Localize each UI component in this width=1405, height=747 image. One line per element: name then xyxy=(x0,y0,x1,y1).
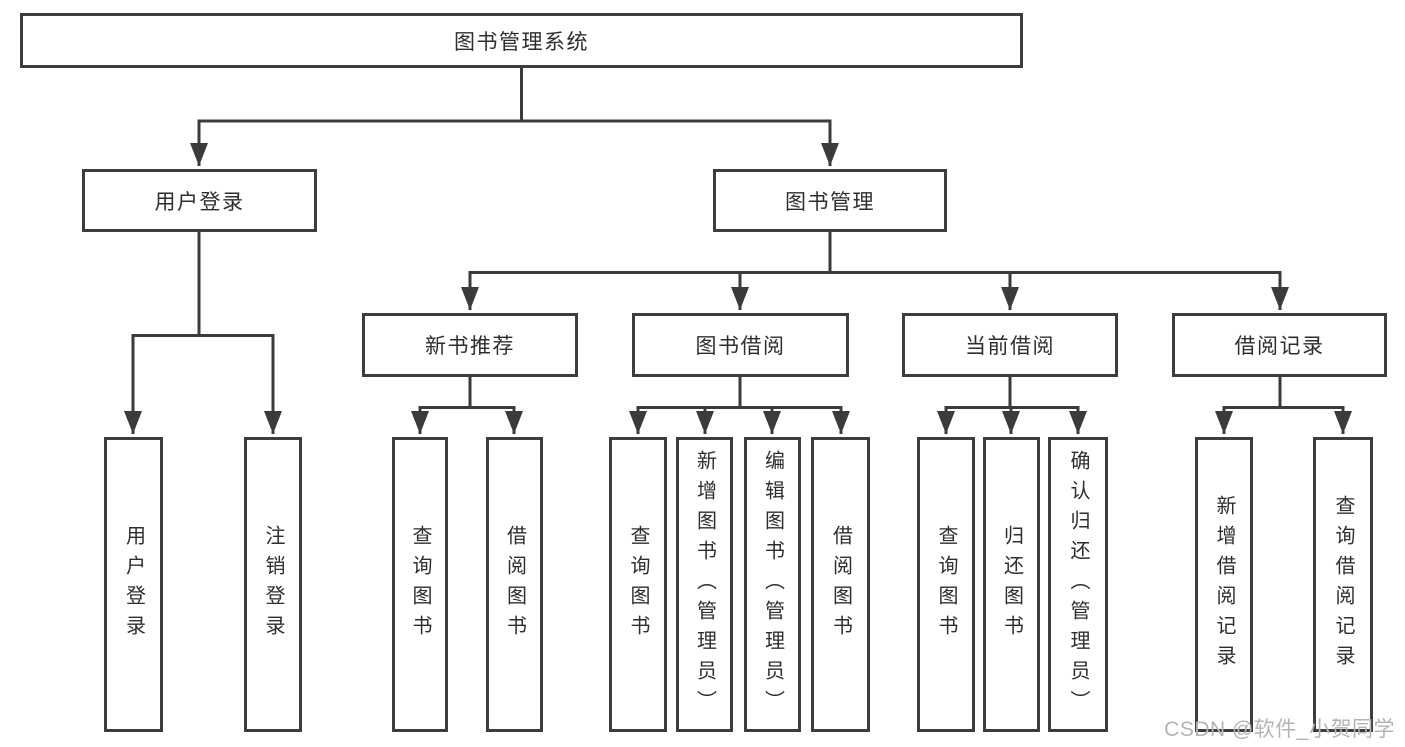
node-borrow-records-label: 借阅记录 xyxy=(1234,335,1325,358)
leaf-user-login: 用户登录 xyxy=(104,437,163,732)
leaf-query-books-1-label: 查询图书 xyxy=(409,524,431,645)
node-book-management: 图书管理 xyxy=(713,169,947,232)
leaf-logout-label: 注销登录 xyxy=(262,524,284,645)
leaf-borrow-books-1: 借阅图书 xyxy=(486,437,543,732)
node-user-login-label: 用户登录 xyxy=(154,190,245,214)
node-book-borrow: 图书借阅 xyxy=(632,313,849,377)
connector-segments xyxy=(124,66,1352,434)
leaf-return-book: 归还图书 xyxy=(983,437,1040,732)
leaf-user-login-label: 用户登录 xyxy=(122,524,145,645)
node-book-management-label: 图书管理 xyxy=(785,190,875,214)
leaf-add-book-admin: 新增图书（管理员） xyxy=(676,437,733,732)
leaf-query-books-2-label: 查询图书 xyxy=(627,524,649,645)
leaf-query-books-3-label: 查询图书 xyxy=(935,524,957,645)
leaf-add-book-admin-label: 新增图书（管理员） xyxy=(693,449,716,720)
leaf-add-borrow-record: 新增借阅记录 xyxy=(1195,437,1253,732)
leaf-borrow-books-2-label: 借阅图书 xyxy=(829,524,852,645)
leaf-query-books-3: 查询图书 xyxy=(917,437,975,732)
leaf-query-books-2: 查询图书 xyxy=(609,437,667,732)
node-root-label: 图书管理系统 xyxy=(454,30,589,54)
leaf-query-borrow-record: 查询借阅记录 xyxy=(1313,437,1373,732)
node-borrow-records: 借阅记录 xyxy=(1172,313,1387,377)
leaf-query-borrow-record-label: 查询借阅记录 xyxy=(1332,494,1354,675)
leaf-return-book-label: 归还图书 xyxy=(1000,524,1023,645)
leaf-edit-book-admin-label: 编辑图书（管理员） xyxy=(761,449,784,720)
leaf-confirm-return-admin: 确认归还（管理员） xyxy=(1048,437,1108,732)
leaf-logout: 注销登录 xyxy=(244,437,302,732)
watermark-text: CSDN @软件_小贺同学 xyxy=(1164,718,1395,741)
leaf-add-borrow-record-label: 新增借阅记录 xyxy=(1213,494,1235,675)
leaf-query-books-1: 查询图书 xyxy=(392,437,448,732)
node-book-borrow-label: 图书借阅 xyxy=(695,335,786,358)
node-user-login: 用户登录 xyxy=(82,169,317,232)
node-current-borrow: 当前借阅 xyxy=(902,313,1118,377)
node-new-book-recommend: 新书推荐 xyxy=(362,313,578,377)
node-current-borrow-label: 当前借阅 xyxy=(965,335,1055,358)
leaf-edit-book-admin: 编辑图书（管理员） xyxy=(744,437,801,732)
leaf-borrow-books-1-label: 借阅图书 xyxy=(503,524,526,645)
node-new-book-recommend-label: 新书推荐 xyxy=(425,335,515,358)
leaf-confirm-return-admin-label: 确认归还（管理员） xyxy=(1067,449,1089,720)
node-root-system: 图书管理系统 xyxy=(20,13,1023,68)
leaf-borrow-books-2: 借阅图书 xyxy=(811,437,870,732)
